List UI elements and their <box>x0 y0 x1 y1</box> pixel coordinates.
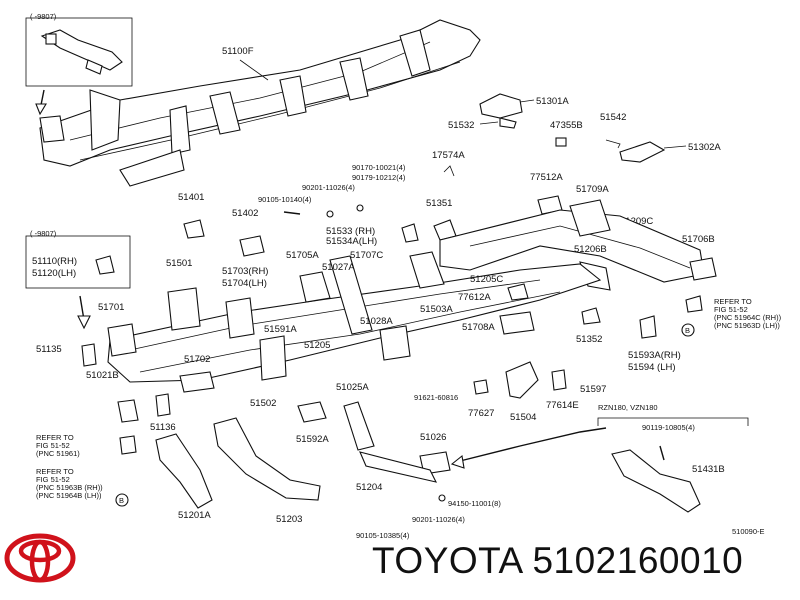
upper-right-parts: 51301A 51532 47355B 51542 51302A 17574A <box>432 93 721 177</box>
refer-r1-1: FIG 51-52 <box>714 305 748 314</box>
label-51401: 51401 <box>178 192 204 203</box>
label-51704: 51704(LH) <box>222 278 267 289</box>
label-51532: 51532 <box>448 120 474 131</box>
label-51302A: 51302A <box>688 142 721 153</box>
label-51533: 51533 (RH) <box>326 226 375 237</box>
label-77627: 77627 <box>468 408 494 419</box>
refer-r2-0: REFER TO <box>36 433 74 442</box>
refer-r2-2: (PNC 51961) <box>36 449 80 458</box>
label-51352: 51352 <box>576 334 602 345</box>
model-variant-box: RZN180, VZN180 90119-10805(4) 51431B 510… <box>597 403 765 536</box>
range-label-top: ( -9807) <box>30 12 57 21</box>
model-note: RZN180, VZN180 <box>598 403 658 412</box>
label-51501: 51501 <box>166 258 192 269</box>
label-90105b: 90105-10385(4) <box>356 531 410 540</box>
label-51028A: 51028A <box>360 316 393 327</box>
label-17574A: 17574A <box>432 150 465 161</box>
label-51534A: 51534A(LH) <box>326 236 377 247</box>
label-51351: 51351 <box>426 198 452 209</box>
bolt-labels-top: 90170-10021(4) 90179-10212(4) 90201-1102… <box>178 163 457 257</box>
label-77612A: 77612A <box>458 292 491 303</box>
label-51597: 51597 <box>580 384 606 395</box>
label-51021B: 51021B <box>86 370 119 381</box>
label-51203: 51203 <box>276 514 302 525</box>
label-51110: 51110(RH) <box>32 256 77 267</box>
toyota-logo-icon <box>4 533 76 583</box>
label-51542: 51542 <box>600 112 626 123</box>
brand-part-number: TOYOTA 5102160010 <box>372 540 743 582</box>
refer-r3-2: (PNC 51963B (RH)) <box>36 483 103 492</box>
label-77614E: 77614E <box>546 400 579 411</box>
lower-left-parts: REFER TO FIG 51-52 (PNC 51961) 51136 REF… <box>36 393 321 525</box>
label-51205: 51205 <box>304 340 330 351</box>
label-51502: 51502 <box>250 398 276 409</box>
brand-name: TOYOTA <box>372 540 522 581</box>
label-90201a: 90201-11026(4) <box>302 183 355 192</box>
label-51702: 51702 <box>184 354 210 365</box>
label-51503A: 51503A <box>420 304 453 315</box>
label-51120: 51120(LH) <box>32 268 76 279</box>
label-47355B: 47355B <box>550 120 583 131</box>
footer-code: 510090-E <box>732 527 765 536</box>
refer-r3-0: REFER TO <box>36 467 74 476</box>
label-51708A: 51708A <box>462 322 495 333</box>
lower-middle-parts: 91621-60816 77627 51504 77614E 51597 515… <box>296 361 606 540</box>
label-91621: 91621-60816 <box>414 393 458 402</box>
label-51205C: 51205C <box>470 274 503 285</box>
inset-box-top: ( -9807) <box>25 12 133 116</box>
inset-box-mid: ( -9807) 51110(RH) 51120(LH) <box>25 229 131 330</box>
label-90179: 90179-10212(4) <box>352 173 406 182</box>
refer-r1-2: (PNC 51964C (RH)) <box>714 313 782 322</box>
refer-r1-0: REFER TO <box>714 297 752 306</box>
label-51402: 51402 <box>232 208 258 219</box>
label-51701: 51701 <box>98 302 124 313</box>
refer-r3-3: (PNC 51964B (LH)) <box>36 491 102 500</box>
label-51025A: 51025A <box>336 382 369 393</box>
refer-r1-3: (PNC 51963D (LH)) <box>714 321 780 330</box>
label-90201b: 90201-11026(4) <box>412 515 465 524</box>
label-90119: 90119-10805(4) <box>642 423 695 432</box>
label-51593A: 51593A(RH) <box>628 350 681 361</box>
label-94150: 94150-11001(8) <box>448 499 501 508</box>
label-51591A: 51591A <box>264 324 297 335</box>
frame-lower-main: 51501 51705A 51707C 51027A 51533 (RH) 51… <box>36 226 681 409</box>
label-51135: 51135 <box>36 344 62 355</box>
label-51705A: 51705A <box>286 250 319 261</box>
refer-r3-1: FIG 51-52 <box>36 475 70 484</box>
label-51026: 51026 <box>420 432 446 443</box>
refer-r2-1: FIG 51-52 <box>36 441 70 450</box>
range-label-mid: ( -9807) <box>30 229 57 238</box>
frame-assembly-51100F: 51100F <box>39 19 481 187</box>
label-77512A: 77512A <box>530 172 563 183</box>
label-51206B: 51206B <box>574 244 607 255</box>
label-51027A: 51027A <box>322 262 355 273</box>
refer-note-right: REFER TO FIG 51-52 (PNC 51964C (RH)) (PN… <box>681 295 782 337</box>
label-51431B: 51431B <box>692 464 725 475</box>
label-51707C: 51707C <box>350 250 383 261</box>
label-51504: 51504 <box>510 412 536 423</box>
label-51204: 51204 <box>356 482 382 493</box>
label-51594: 51594 (LH) <box>628 362 676 373</box>
label-51100F: 51100F <box>222 46 254 57</box>
label-51592A: 51592A <box>296 434 329 445</box>
label-90170: 90170-10021(4) <box>352 163 406 172</box>
label-51201A: 51201A <box>178 510 211 521</box>
label-51209C: 51209C <box>620 216 653 227</box>
label-51136: 51136 <box>150 422 176 433</box>
part-number: 5102160010 <box>532 540 744 581</box>
label-51706B: 51706B <box>682 234 715 245</box>
marker-b-1: B <box>685 326 690 335</box>
label-51709A: 51709A <box>576 184 609 195</box>
label-51703: 51703(RH) <box>222 266 268 277</box>
label-90105a: 90105-10140(4) <box>258 195 312 204</box>
label-51301A: 51301A <box>536 96 569 107</box>
marker-b-2: B <box>119 496 124 505</box>
